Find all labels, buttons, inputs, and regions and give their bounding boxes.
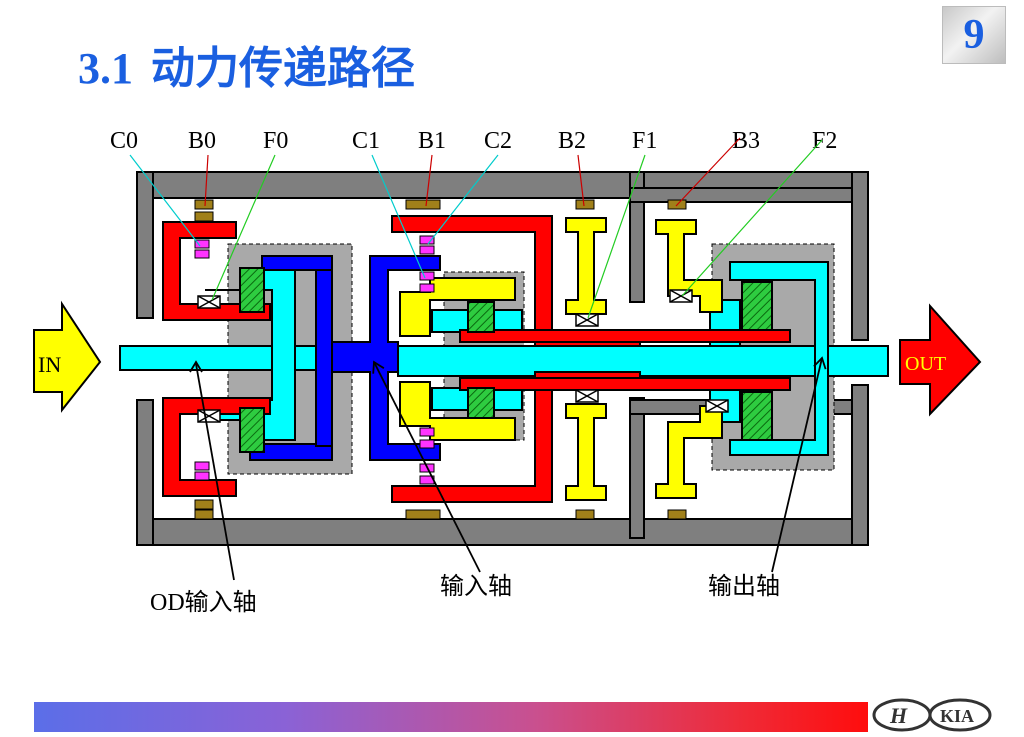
label-od-input-shaft: OD输入轴 — [150, 589, 257, 616]
in-arrow-shape — [33, 300, 102, 413]
red-sun-sleeve-top — [459, 329, 791, 343]
b2-yellow-bottom — [565, 403, 607, 501]
label-B1: B1 — [418, 128, 446, 154]
label-B2: B2 — [558, 128, 586, 154]
front-yellow-bottom — [399, 381, 516, 441]
od-planet-bottom — [239, 407, 265, 453]
slide-title: 3.1 动力传递路径 — [78, 32, 415, 96]
label-output-shaft: 输出轴 — [708, 573, 780, 600]
page-number: 9 — [963, 12, 985, 58]
housing-wall-mid-top-h — [629, 187, 853, 203]
one-way-clutches — [197, 289, 729, 423]
rear-planet-top — [741, 281, 773, 331]
od-planet-top — [239, 267, 265, 313]
label-F1: F1 — [632, 128, 657, 154]
label-input-shaft: 输入轴 — [440, 573, 512, 600]
label-C2: C2 — [484, 128, 512, 154]
b2-yellow-top — [565, 217, 607, 315]
page-number-box: 9 — [942, 6, 1006, 64]
housing-left-bottom — [136, 399, 154, 546]
front-planet-bottom — [467, 387, 495, 419]
kia-logo-text: KIA — [940, 706, 974, 726]
section-number: 3.1 — [78, 44, 133, 93]
housing-wall-mid-top — [629, 171, 645, 303]
rear-cyan-drum — [729, 261, 829, 456]
housing-bottom — [136, 518, 869, 546]
housing-right-bottom — [851, 384, 869, 546]
label-C1: C1 — [352, 128, 380, 154]
label-C0: C0 — [110, 128, 138, 154]
label-F0: F0 — [263, 128, 288, 154]
in-arrow-label: IN — [38, 352, 61, 377]
label-B3: B3 — [732, 128, 760, 154]
out-arrow-shape — [899, 303, 982, 417]
b3-yellow-top — [655, 219, 723, 313]
brand-logo: H KIA — [872, 698, 992, 732]
shaft-pointers — [189, 356, 827, 581]
housing-wall-mid-bottom — [629, 397, 645, 539]
footer-gradient-bar — [34, 702, 868, 732]
label-F2: F2 — [812, 128, 837, 154]
front-planet-top — [467, 301, 495, 333]
section-title: 动力传递路径 — [151, 44, 415, 93]
svg-text:H: H — [889, 703, 908, 728]
red-sun-sleeve-bottom — [459, 377, 791, 391]
housing-left-top — [136, 171, 154, 319]
label-B0: B0 — [188, 128, 216, 154]
blue-rear-stub — [315, 269, 333, 447]
housing-right-top — [851, 171, 869, 341]
out-arrow-label: OUT — [905, 353, 946, 375]
rear-planet-bottom — [741, 391, 773, 441]
brake-pads — [194, 199, 687, 520]
leader-lines — [129, 137, 823, 319]
